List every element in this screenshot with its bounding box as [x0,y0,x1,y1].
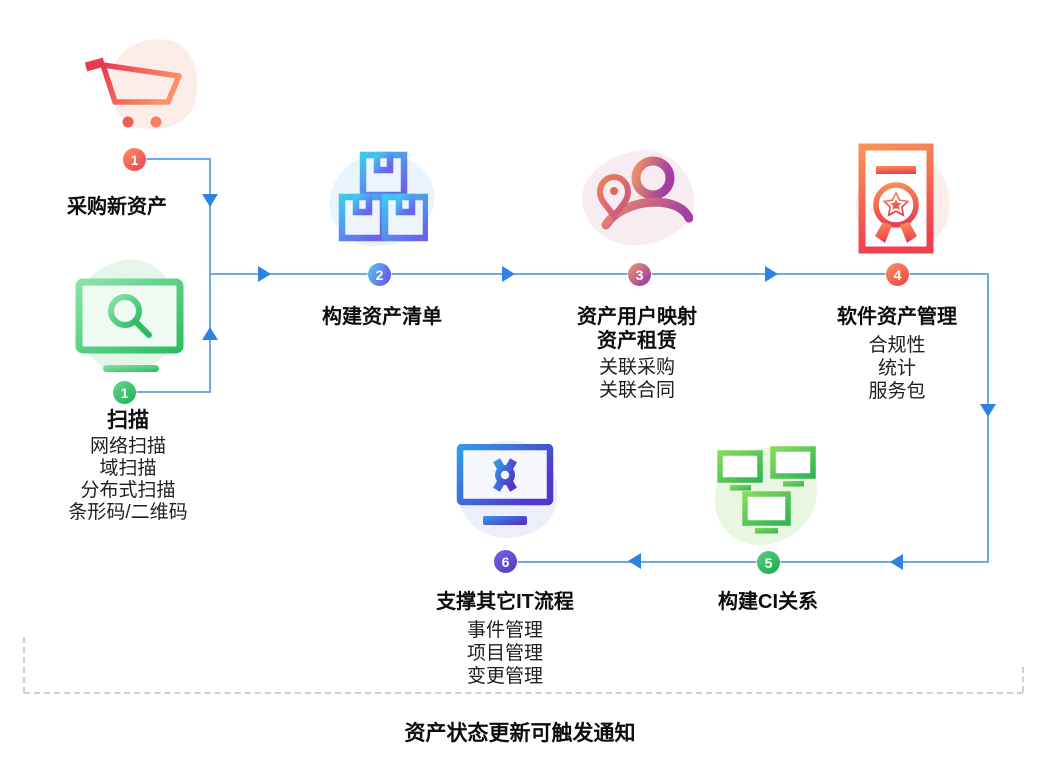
step-processes: 支撑其它IT流程 事件管理 项目管理 变更管理 [415,590,595,688]
connector-line-purchase-to-junction [140,158,211,160]
step-scan: 扫描 网络扫描 域扫描 分布式扫描 条形码/二维码 [42,409,214,524]
step-item-list: 关联采购 关联合同 [547,356,727,402]
step-badge-ci: 5 [757,551,780,574]
step-badge-purchase: 1 [123,148,146,171]
step-item: 条形码/二维码 [68,502,188,523]
step-item: 合规性 [868,335,926,356]
step-item: 关联采购 [598,357,675,378]
step-mapping: 资产用户映射 资产租赁 关联采购 关联合同 [547,305,727,402]
certificate-icon [848,140,958,260]
arrow-right-icon [258,266,271,282]
step-purchase: 采购新资产 [36,195,198,219]
connector-line-main-horizontal [209,273,989,275]
step-title: 扫描 [107,409,149,432]
monitor-network-icon [706,439,826,553]
step-badge-scan: 1 [113,381,136,404]
step-item: 事件管理 [466,620,543,641]
arrow-down-icon [980,404,996,417]
footer-note: 资产状态更新可触发通知 [404,722,636,745]
arrow-left-icon [890,554,903,570]
step-ci: 构建CI关系 [682,590,854,614]
step-item-list: 事件管理 项目管理 变更管理 [415,619,595,688]
user-location-icon [577,145,699,251]
step-item: 关联合同 [598,380,675,401]
step-item: 统计 [877,358,916,379]
arrow-left-icon [628,553,641,569]
step-badge-processes: 6 [494,550,517,573]
step-title: 资产用户映射 [577,306,697,328]
step-title: 支撑其它IT流程 [436,591,574,613]
step-item: 项目管理 [466,643,543,664]
connector-line-left-vertical [209,158,211,392]
step-item-list: 网络扫描 域扫描 分布式扫描 条形码/二维码 [42,436,214,524]
monitor-gear-icon [449,433,565,545]
step-title: 采购新资产 [67,196,167,218]
step-item-list: 合规性 统计 服务包 [807,334,987,403]
arrow-right-icon [502,266,515,282]
step-title: 软件资产管理 [837,306,957,328]
step-inventory: 构建资产清单 [292,305,472,329]
connector-line-right-vertical [987,273,989,563]
step-badge-software: 4 [886,263,909,286]
shopping-cart-icon [78,29,207,139]
arrow-down-icon [202,194,218,207]
notification-boundary-dashed-line [24,692,1023,694]
step-subtitle: 资产租赁 [597,330,677,352]
step-title: 构建CI关系 [718,591,818,613]
connector-line-scan-to-junction [130,391,211,393]
step-item: 分布式扫描 [80,480,176,501]
step-badge-mapping: 3 [628,263,651,286]
monitor-search-icon [68,253,193,379]
stacked-boxes-icon [325,145,439,253]
step-title: 构建资产清单 [322,306,442,328]
step-badge-inventory: 2 [368,263,391,286]
arrow-right-icon [765,266,778,282]
arrow-up-icon [202,327,218,340]
step-item: 网络扫描 [89,436,166,457]
connector-line-bottom-horizontal [505,561,989,563]
notification-boundary-left-stub [23,637,25,693]
step-item: 域扫描 [99,458,157,479]
step-software: 软件资产管理 合规性 统计 服务包 [807,305,987,403]
step-item: 变更管理 [466,666,543,687]
step-item: 服务包 [868,381,926,402]
notification-boundary-right-stub [1022,667,1024,692]
